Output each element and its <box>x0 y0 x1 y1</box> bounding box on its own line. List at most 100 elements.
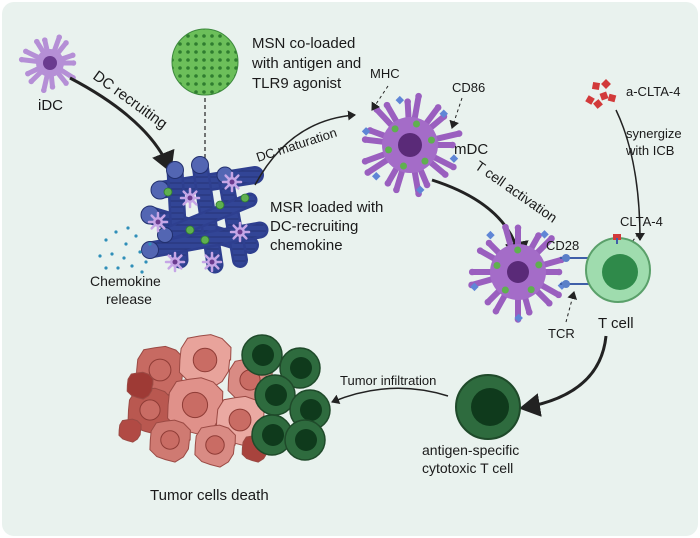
synergize-label-line1: synergize <box>626 126 682 141</box>
msr-rod-end <box>191 156 209 174</box>
mdc-dendrite-tip <box>449 141 456 149</box>
mdc-marker-antigen <box>427 136 435 144</box>
ctl-label-line1: antigen-specific <box>422 442 519 458</box>
msn-nanoparticle <box>171 28 239 96</box>
antibody <box>585 95 595 105</box>
chemokine-dot <box>130 264 134 268</box>
t-cell <box>585 234 651 303</box>
synapse-dc-nucleus <box>507 261 529 283</box>
chemokine-dot <box>124 242 128 246</box>
icb-arrow <box>615 109 645 241</box>
chemokine-dot <box>98 254 102 258</box>
synapse-dc-dendrite-tip <box>484 298 492 306</box>
antibody <box>593 99 603 109</box>
idc-dendrite-tip <box>18 56 25 63</box>
mdc-marker-mhc <box>449 154 459 163</box>
tumor-infiltration-label: Tumor infiltration <box>340 373 436 388</box>
cytotoxic-t-cell <box>455 374 521 440</box>
ctl-label-line2: cytotoxic T cell <box>422 460 513 476</box>
idc-dendrite-tip <box>25 70 31 77</box>
mdc-dendrite-tip <box>441 171 449 178</box>
msr-msn-particle <box>200 235 210 245</box>
synapse-dc-dendrite-tip <box>476 247 484 255</box>
synapse-dc-dendrite-tip <box>555 291 562 299</box>
msr-label-line1: MSR loaded with <box>270 199 383 216</box>
mature-dendritic-cell <box>361 92 463 198</box>
chemokine-dot <box>126 226 130 230</box>
mdc-marker-antigen <box>413 120 421 128</box>
msr-rod-end <box>157 227 173 243</box>
msr-msn-particle <box>163 187 173 197</box>
synapse-dc-dendrite-tip <box>502 223 509 231</box>
synapse-dc-dendrite-tip <box>492 307 500 315</box>
chemokine-dot <box>114 230 118 234</box>
synapse-dc-dendrite-tip <box>485 239 493 247</box>
tumor-cell <box>118 418 142 443</box>
msr-rod-end <box>141 241 159 259</box>
tumor-cell-nucleus <box>139 399 161 421</box>
msr-label-line3: chemokine <box>270 237 343 254</box>
anti-ctla4-antibodies <box>585 79 617 109</box>
idc-dendrite-tip <box>63 80 69 86</box>
chemokine-dot <box>144 260 148 264</box>
msr-rod-texture <box>160 195 255 240</box>
synapse-dc-dendrite-tip <box>525 308 533 316</box>
mdc-dendrite-tip <box>404 98 411 105</box>
mdc-dendrite-tip <box>383 101 391 109</box>
tcr-pointer <box>565 291 578 323</box>
chemokine-label-line1: Chemokine <box>90 273 161 289</box>
idc-dendrite-tip <box>42 37 48 43</box>
synapse-dc-marker-antigen <box>514 246 522 254</box>
tumor-death-label: Tumor cells death <box>150 487 269 504</box>
tcr-label: TCR <box>548 326 575 341</box>
msr-rod-end <box>166 161 184 179</box>
mdc-dendrite-tip <box>384 180 392 187</box>
synapse-dc-dendrite-tip <box>545 299 553 307</box>
idc-dendrite-tip <box>34 38 40 45</box>
chemokine-dot <box>116 266 120 270</box>
chemokine-dot <box>110 252 114 256</box>
mdc-dendrite-tip <box>434 104 442 111</box>
idc-dendrite-tip <box>49 84 56 90</box>
synapse-dc-dendrite-tip <box>468 268 476 276</box>
a-clta4-label: a-CLTA-4 <box>626 84 680 99</box>
msr-rod-texture <box>219 169 246 266</box>
tumor-cell-nucleus <box>205 435 225 455</box>
tumor-cell-nucleus <box>160 430 180 450</box>
chemokine-dot <box>138 250 142 254</box>
mdc-dendrite-tip <box>393 186 400 194</box>
mdc-dendrite-tip <box>455 130 463 137</box>
immune-synapse-receptors <box>560 254 590 288</box>
msr-msn-particle <box>240 193 250 203</box>
infiltrating-t-cell-nucleus <box>265 384 287 406</box>
tcr-ligand <box>562 280 570 288</box>
tumor-cell-nucleus <box>228 408 252 432</box>
msr-msn-particle <box>185 225 195 235</box>
tumor-infiltration-arrow <box>331 387 449 404</box>
synergize-label-line2: with ICB <box>625 143 674 158</box>
cd86-pointer <box>449 97 463 129</box>
infiltrating-t-cell-nucleus <box>290 357 312 379</box>
idc-dendrite-tip <box>28 78 35 85</box>
immature-dendritic-cell <box>18 34 77 94</box>
mdc-marker-mhc <box>372 172 381 181</box>
msn-label-line2: with antigen and <box>251 55 361 72</box>
infiltrating-t-cell-nucleus <box>300 399 322 421</box>
cd28-label: CD28 <box>546 238 579 253</box>
mdc-dendrite-tip <box>364 169 372 176</box>
chemokine-dot <box>104 238 108 242</box>
chemokine-dot <box>122 256 126 260</box>
idc-dendrite-tip <box>56 34 63 40</box>
msn-label-line1: MSN co-loaded <box>252 35 355 52</box>
msr-dc-nucleus <box>172 259 178 265</box>
msr-dc-nucleus <box>155 219 161 225</box>
tumor-cell <box>126 371 154 400</box>
synapse-dc-marker-antigen <box>501 286 509 294</box>
msr-dc-nucleus <box>237 229 243 235</box>
mdc-marker-mhc <box>415 185 425 195</box>
synapse-dc-dendrite-tip <box>548 235 555 242</box>
chemokine-particles <box>98 226 152 274</box>
antibody <box>591 81 601 91</box>
